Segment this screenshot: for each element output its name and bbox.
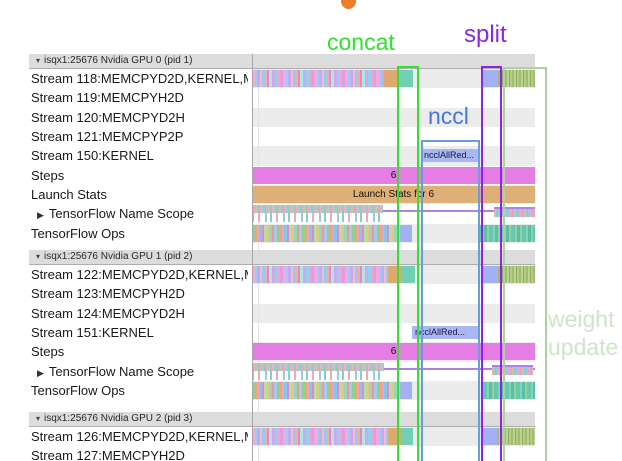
label-pane-divider [252, 54, 253, 461]
row-label-text: Stream 119:MEMCPYH2D [31, 90, 184, 106]
row-label-text: Stream 126:MEMCPYD2D,KERNEL,MI [31, 429, 248, 444]
row-label-text: Stream 124:MEMCPYD2H [31, 305, 185, 321]
trace-event-launch[interactable]: Launch Stats for 6 [252, 186, 535, 204]
row-label-text: Steps [31, 344, 65, 360]
trace-event-blue[interactable] [400, 382, 412, 400]
weight-update-line1: weight [548, 306, 615, 332]
trace-event-blue[interactable] [482, 428, 497, 445]
device-header-gpu0[interactable]: ▾isqx1:25676 Nvidia GPU 0 (pid 1) [29, 54, 535, 69]
split-annotation: split [464, 21, 507, 48]
row-label-launch-stats: Launch Stats [31, 185, 248, 204]
trace-event-teal[interactable] [401, 266, 415, 283]
trace-event-ticks[interactable] [252, 362, 384, 380]
row-label-stream-151-kernel: Stream 151:KERNEL [31, 323, 248, 342]
expand-arrow-icon[interactable]: ▶ [37, 210, 44, 221]
device-header-label: isqx1:25676 Nvidia GPU 1 (pid 2) [44, 251, 193, 262]
trace-event-nccl[interactable]: ncclAllRed... [421, 149, 479, 163]
row-label-stream-121-memcpyp2p: Stream 121:MEMCPYP2P [31, 127, 248, 146]
row-label-stream-127-memcpyh2d: Stream 127:MEMCPYH2D [31, 446, 248, 461]
partial-orange-annotation [341, 0, 356, 9]
trace-event-vline[interactable] [384, 367, 535, 370]
row-label-stream-126-memcpyd2d-kernel-mi: Stream 126:MEMCPYD2D,KERNEL,MI [31, 427, 248, 446]
row-label-stream-119-memcpyh2d: Stream 119:MEMCPYH2D [31, 88, 248, 107]
row-label-stream-122-memcpyd2d-kernel-mi: Stream 122:MEMCPYD2D,KERNEL,MI [31, 265, 248, 284]
collapse-arrow-icon[interactable]: ▾ [36, 252, 41, 261]
device-header-gpu1[interactable]: ▾isqx1:25676 Nvidia GPU 1 (pid 2) [29, 250, 535, 265]
trace-event-tealops[interactable] [483, 382, 535, 400]
nccl-box [421, 140, 480, 461]
row-background [252, 303, 535, 324]
row-label-text: Stream 120:MEMCPYD2H [31, 109, 185, 125]
row-label-tensorflow-name-scope[interactable]: ▶ TensorFlow Name Scope [31, 362, 248, 381]
trace-event-olive[interactable] [498, 266, 535, 283]
collapse-arrow-icon[interactable]: ▾ [36, 56, 41, 65]
trace-event-pastel[interactable] [252, 428, 388, 445]
trace-event-ops[interactable] [252, 224, 400, 242]
device-header-label: isqx1:25676 Nvidia GPU 2 (pid 3) [44, 413, 193, 424]
weight-update-annotation: weight update [548, 305, 618, 361]
trace-event-blue[interactable] [482, 266, 498, 283]
row-label-stream-120-memcpyd2h: Stream 120:MEMCPYD2H [31, 108, 248, 127]
trace-event-blue[interactable] [400, 224, 412, 242]
concat-annotation: concat [327, 29, 395, 55]
trace-event-ops[interactable] [252, 382, 400, 400]
row-label-text: Stream 150:KERNEL [31, 148, 154, 164]
split-box [481, 66, 502, 461]
trace-event-pastel[interactable] [252, 70, 384, 87]
row-label-tensorflow-ops: TensorFlow Ops [31, 381, 248, 400]
expand-arrow-icon[interactable]: ▶ [37, 367, 44, 378]
row-label-stream-150-kernel: Stream 150:KERNEL [31, 146, 248, 165]
row-background [252, 107, 535, 128]
row-label-text: Stream 151:KERNEL [31, 325, 154, 341]
trace-event-vline[interactable] [383, 210, 535, 213]
device-header-gpu2[interactable]: ▾isqx1:25676 Nvidia GPU 2 (pid 3) [29, 412, 535, 427]
trace-event-steps[interactable]: 6 [252, 343, 535, 361]
weight-update-box [503, 67, 547, 461]
trace-event-teal[interactable] [401, 428, 413, 445]
row-label-tensorflow-name-scope[interactable]: ▶ TensorFlow Name Scope [31, 204, 248, 223]
trace-event-tealops[interactable] [478, 224, 535, 242]
row-label-stream-118-memcpyd2d-kernel-me: Stream 118:MEMCPYD2D,KERNEL,ME [31, 69, 248, 88]
trace-event-blue[interactable] [482, 70, 498, 87]
row-label-tensorflow-ops: TensorFlow Ops [31, 224, 248, 243]
row-label-stream-123-memcpyh2d: Stream 123:MEMCPYH2D [31, 284, 248, 303]
trace-event-chunk[interactable] [492, 364, 533, 375]
row-label-text: Stream 121:MEMCPYP2P [31, 129, 184, 145]
row-label-text: TensorFlow Ops [31, 225, 125, 241]
row-label-stream-124-memcpyd2h: Stream 124:MEMCPYD2H [31, 304, 248, 323]
row-label-text: Stream 123:MEMCPYH2D [31, 286, 185, 302]
device-header-label: isqx1:25676 Nvidia GPU 0 (pid 1) [44, 55, 193, 66]
row-label-text: Stream 122:MEMCPYD2D,KERNEL,MI [31, 267, 248, 282]
weight-update-line2: update [548, 334, 619, 360]
row-label-text: Steps [31, 167, 65, 183]
trace-event-olive[interactable] [497, 428, 535, 445]
trace-event-nccl[interactable]: ncclAllRed... [412, 326, 479, 340]
row-label-text: Stream 127:MEMCPYH2D [31, 448, 185, 461]
nccl-annotation: nccl [428, 103, 469, 129]
trace-event-chunk[interactable] [494, 207, 535, 218]
trace-event-olive[interactable] [498, 70, 535, 87]
trace-event-steps[interactable]: 6 [252, 166, 535, 184]
row-label-steps: Steps [31, 166, 248, 185]
concat-box [397, 66, 419, 461]
row-label-text: TensorFlow Name Scope [48, 363, 195, 379]
trace-event-teal[interactable] [398, 70, 413, 87]
trace-event-pastel[interactable] [252, 266, 388, 283]
row-label-text: TensorFlow Ops [31, 383, 125, 399]
trace-event-ticks[interactable] [252, 205, 383, 223]
row-label-steps: Steps [31, 342, 248, 361]
trace-event-orange[interactable] [384, 70, 398, 87]
row-label-text: Launch Stats [31, 187, 107, 203]
row-label-text: Stream 118:MEMCPYD2D,KERNEL,ME [31, 71, 248, 86]
row-label-text: TensorFlow Name Scope [48, 206, 195, 222]
collapse-arrow-icon[interactable]: ▾ [36, 414, 41, 423]
